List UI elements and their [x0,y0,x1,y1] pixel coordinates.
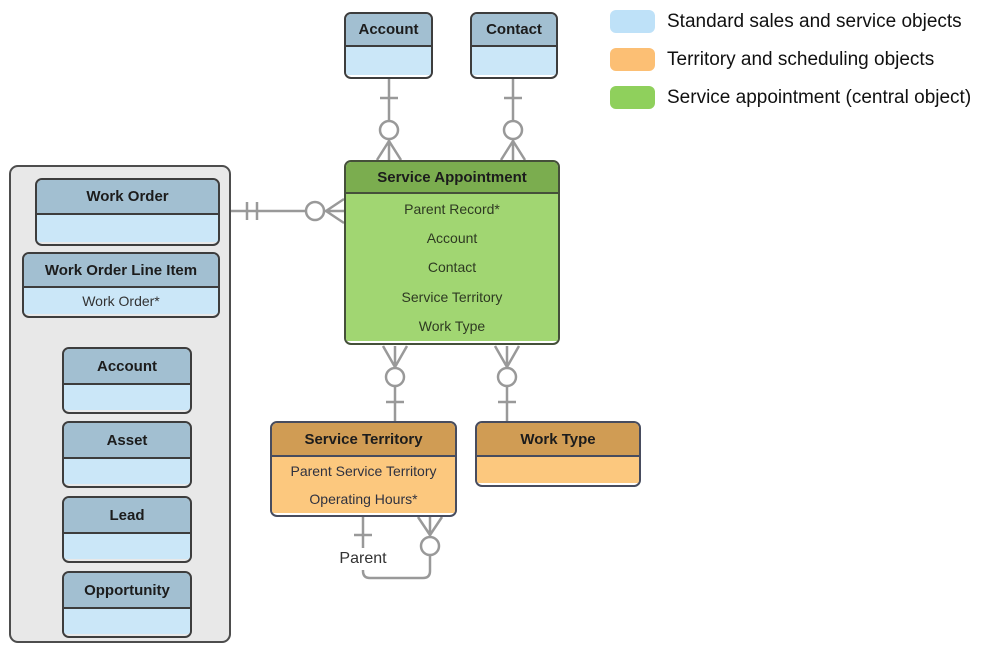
entity-account-panel-title: Account [64,349,190,385]
entity-asset-body [64,459,190,484]
entity-work-type: Work Type [475,421,641,487]
entity-contact: Contact [470,12,558,79]
entity-work-order-line-item-title: Work Order Line Item [24,254,218,288]
legend-row-territory: Territory and scheduling objects [610,48,971,71]
legend-swatch-orange [610,48,655,71]
entity-account-title: Account [346,14,431,47]
entity-work-order-title: Work Order [37,180,218,215]
field-service-territory: Service Territory [401,288,503,305]
entity-work-order: Work Order [35,178,220,246]
entity-opportunity-body [64,609,190,634]
connector-work-order-service-appointment [231,197,345,225]
entity-work-order-body [37,215,218,242]
entity-lead-body [64,534,190,559]
legend-swatch-blue [610,10,655,33]
connector-service-appointment-service-territory [381,345,409,421]
connector-contact-service-appointment [499,79,527,161]
legend-swatch-green [610,86,655,109]
entity-asset: Asset [62,421,192,488]
entity-work-order-line-item: Work Order Line Item Work Order* [22,252,220,318]
parent-relationship-label: Parent [332,548,394,570]
connector-service-territory-parent-self [354,516,444,580]
legend-label-standard: Standard sales and service objects [667,10,962,32]
legend: Standard sales and service objects Terri… [610,10,971,124]
field-contact: Contact [427,259,477,276]
entity-contact-body [472,47,556,75]
entity-service-territory-body: Parent Service Territory Operating Hours… [272,457,455,513]
entity-service-territory-title: Service Territory [272,423,455,457]
entity-service-appointment: Service Appointment Parent Record* Accou… [344,160,560,345]
field-operating-hours: Operating Hours* [309,491,418,507]
field-work-type: Work Type [418,318,486,335]
legend-row-service-appointment: Service appointment (central object) [610,86,971,109]
entity-account-panel: Account [62,347,192,414]
entity-account: Account [344,12,433,79]
entity-work-order-line-item-body: Work Order* [24,288,218,314]
entity-account-panel-body [64,385,190,410]
field-work-order: Work Order* [82,293,160,309]
entity-lead-title: Lead [64,498,190,534]
connector-service-appointment-work-type [493,345,521,421]
field-account: Account [426,230,478,247]
legend-row-standard: Standard sales and service objects [610,10,971,33]
entity-lead: Lead [62,496,192,563]
entity-work-type-body [477,457,639,483]
entity-contact-title: Contact [472,14,556,47]
field-parent-service-territory: Parent Service Territory [290,463,437,479]
entity-opportunity: Opportunity [62,571,192,638]
entity-opportunity-title: Opportunity [64,573,190,609]
entity-service-territory: Service Territory Parent Service Territo… [270,421,457,517]
entity-account-body [346,47,431,75]
entity-service-appointment-body: Parent Record* Account Contact Service T… [346,194,558,341]
entity-work-type-title: Work Type [477,423,639,457]
entity-service-appointment-title: Service Appointment [346,162,558,194]
entity-asset-title: Asset [64,423,190,459]
field-parent-record: Parent Record* [404,200,500,217]
legend-label-service-appointment: Service appointment (central object) [667,86,972,108]
legend-label-territory: Territory and scheduling objects [667,48,935,70]
connector-account-service-appointment [375,79,403,161]
